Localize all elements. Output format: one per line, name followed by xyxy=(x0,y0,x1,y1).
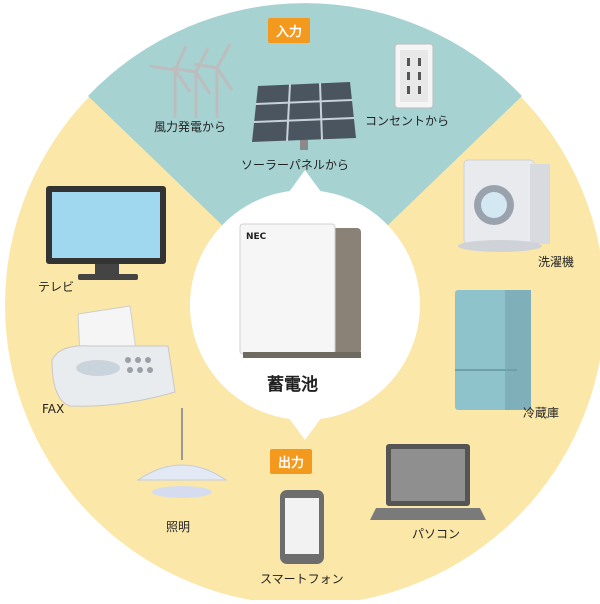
center-pointer-bottom xyxy=(286,414,324,440)
label-solar: ソーラーパネルから xyxy=(241,158,349,172)
label-wind: 風力発電から xyxy=(154,120,227,134)
lamp-icon xyxy=(136,408,228,498)
label-smartphone: スマートフォン xyxy=(260,572,344,586)
center-pointer-top xyxy=(286,170,324,196)
smartphone-icon xyxy=(280,490,324,564)
outlet-icon xyxy=(394,43,434,109)
label-fridge: 冷蔵庫 xyxy=(523,406,560,420)
label-light: 照明 xyxy=(166,520,191,534)
label-washer: 洗濯機 xyxy=(538,255,575,269)
laptop-icon xyxy=(370,444,486,520)
output-tag: 出力 xyxy=(270,449,313,474)
label-pc: パソコン xyxy=(412,527,461,541)
washing-machine-icon xyxy=(458,159,550,252)
solar-panel-icon xyxy=(252,82,356,150)
label-tv: テレビ xyxy=(38,280,75,294)
battery-unit-icon xyxy=(239,223,361,358)
label-fax: FAX xyxy=(42,402,65,416)
center-label: 蓄電池 xyxy=(267,375,318,395)
refrigerator-icon xyxy=(455,290,531,410)
wind-turbine-icon xyxy=(149,43,234,118)
brand-label: NEC xyxy=(246,232,267,242)
tv-icon xyxy=(46,186,166,280)
input-tag: 入力 xyxy=(268,18,311,43)
label-outlet: コンセントから xyxy=(365,114,450,128)
fax-icon xyxy=(51,305,176,407)
